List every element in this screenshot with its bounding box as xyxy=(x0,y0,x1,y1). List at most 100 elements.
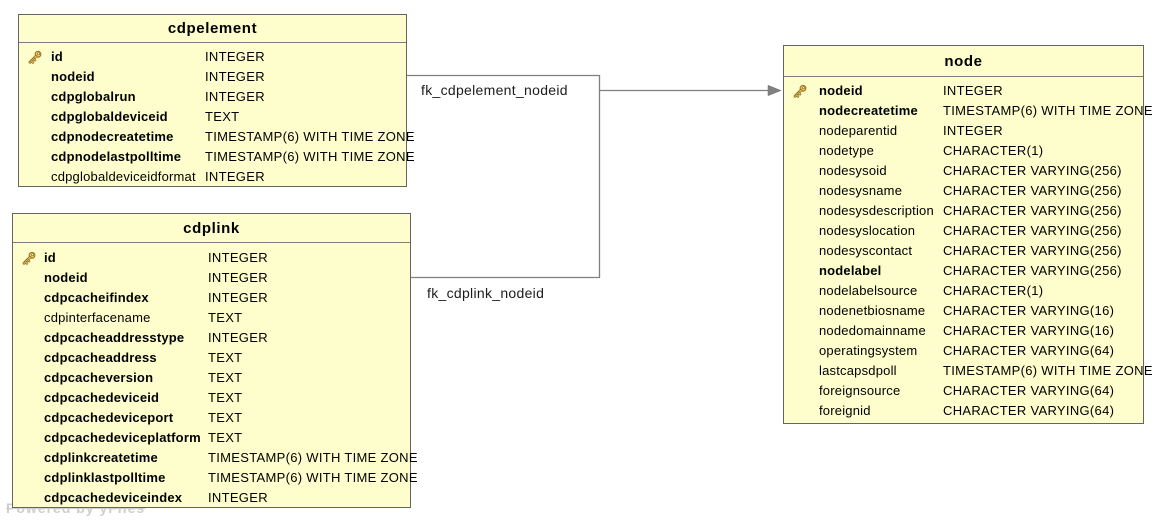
table-row: cdpinterfacename TEXT xyxy=(13,308,410,328)
column-name: cdplinkcreatetime xyxy=(44,450,158,465)
primary-key-icon xyxy=(793,84,807,98)
table-title: cdplink xyxy=(13,214,410,243)
relationship-label-fk-cdplink-nodeid: fk_cdplink_nodeid xyxy=(427,285,545,301)
table-row: nodesyslocation CHARACTER VARYING(256) xyxy=(784,221,1143,241)
column-type: TEXT xyxy=(208,350,243,365)
table-row: operatingsystem CHARACTER VARYING(64) xyxy=(784,341,1143,361)
column-name: nodeid xyxy=(819,83,863,98)
table-row: cdpglobalrun INTEGER xyxy=(19,87,406,107)
column-type: INTEGER xyxy=(208,250,268,265)
table-row: foreignsource CHARACTER VARYING(64) xyxy=(784,381,1143,401)
table-row: id INTEGER xyxy=(13,248,410,268)
table-title: cdpelement xyxy=(19,15,406,43)
column-name: nodesyscontact xyxy=(819,243,913,258)
column-type: TIMESTAMP(6) WITH TIME ZONE xyxy=(208,470,418,485)
column-type: CHARACTER VARYING(256) xyxy=(943,243,1122,258)
column-name: cdpinterfacename xyxy=(44,310,151,325)
column-name: cdpcacheifindex xyxy=(44,290,149,305)
table-row: cdpcachedeviceplatform TEXT xyxy=(13,428,410,448)
table-row: foreignid CHARACTER VARYING(64) xyxy=(784,401,1143,421)
table-row: nodeid INTEGER xyxy=(19,67,406,87)
column-name: operatingsystem xyxy=(819,343,918,358)
column-name: id xyxy=(44,250,56,265)
column-type: CHARACTER VARYING(256) xyxy=(943,263,1122,278)
column-type: CHARACTER VARYING(16) xyxy=(943,303,1115,318)
table-row: cdpcacheaddress TEXT xyxy=(13,348,410,368)
fk-edge-path xyxy=(406,74,601,279)
primary-key-cell xyxy=(784,82,819,100)
column-type: CHARACTER VARYING(256) xyxy=(943,223,1122,238)
column-type: INTEGER xyxy=(205,49,265,64)
column-type: CHARACTER(1) xyxy=(943,283,1044,298)
column-type: INTEGER xyxy=(208,490,268,505)
table-row: nodesyscontact CHARACTER VARYING(256) xyxy=(784,241,1143,261)
column-name: nodesyslocation xyxy=(819,223,916,238)
column-name: cdpglobaldeviceid xyxy=(51,109,168,124)
column-name: nodelabelsource xyxy=(819,283,918,298)
column-type: CHARACTER VARYING(256) xyxy=(943,183,1122,198)
column-type: CHARACTER VARYING(64) xyxy=(943,403,1115,418)
table-row: nodenetbiosname CHARACTER VARYING(16) xyxy=(784,301,1143,321)
column-type: CHARACTER VARYING(64) xyxy=(943,343,1115,358)
table-row: cdpglobaldeviceid TEXT xyxy=(19,107,406,127)
column-type: CHARACTER VARYING(64) xyxy=(943,383,1115,398)
column-type: TEXT xyxy=(208,430,243,445)
column-name: cdpcachedeviceid xyxy=(44,390,160,405)
column-name: nodeid xyxy=(44,270,88,285)
column-type: INTEGER xyxy=(205,69,265,84)
column-name: nodenetbiosname xyxy=(819,303,926,318)
table-row: cdpnodecreatetime TIMESTAMP(6) WITH TIME … xyxy=(19,127,415,147)
column-type: INTEGER xyxy=(943,123,1003,138)
column-name: id xyxy=(51,49,63,64)
primary-key-cell xyxy=(13,249,44,267)
column-type: TIMESTAMP(6) WITH TIME ZONE xyxy=(208,450,418,465)
table-row: nodesysdescription CHARACTER VARYING(256) xyxy=(784,201,1143,221)
column-type: CHARACTER VARYING(256) xyxy=(943,203,1122,218)
column-name: nodeparentid xyxy=(819,123,898,138)
column-name: foreignid xyxy=(819,403,871,418)
column-name: foreignsource xyxy=(819,383,901,398)
column-name: cdpnodecreatetime xyxy=(51,129,174,144)
primary-key-icon xyxy=(22,251,36,265)
column-name: cdpcacheaddress xyxy=(44,350,157,365)
column-type: CHARACTER VARYING(256) xyxy=(943,163,1122,178)
column-name: cdpglobalrun xyxy=(51,89,136,104)
table-row: nodeid INTEGER xyxy=(784,81,1143,101)
relationship-label-fk-cdpelement-nodeid: fk_cdpelement_nodeid xyxy=(421,82,568,98)
column-type: INTEGER xyxy=(205,89,265,104)
column-name: cdpcachedeviceplatform xyxy=(44,430,201,445)
column-name: nodesysdescription xyxy=(819,203,934,218)
column-type: INTEGER xyxy=(205,169,265,184)
primary-key-cell xyxy=(19,48,51,66)
column-type: TIMESTAMP(6) WITH TIME ZONE xyxy=(205,129,415,144)
column-name: nodedomainname xyxy=(819,323,926,338)
column-name: nodetype xyxy=(819,143,875,158)
primary-key-icon xyxy=(28,50,42,64)
column-name: cdpcachedeviceport xyxy=(44,410,174,425)
column-name: nodecreatetime xyxy=(819,103,918,118)
column-name: nodeid xyxy=(51,69,95,84)
column-type: INTEGER xyxy=(943,83,1003,98)
table-title: node xyxy=(784,46,1143,77)
column-type: TEXT xyxy=(208,310,243,325)
column-type: TEXT xyxy=(205,109,240,124)
column-type: INTEGER xyxy=(208,330,268,345)
